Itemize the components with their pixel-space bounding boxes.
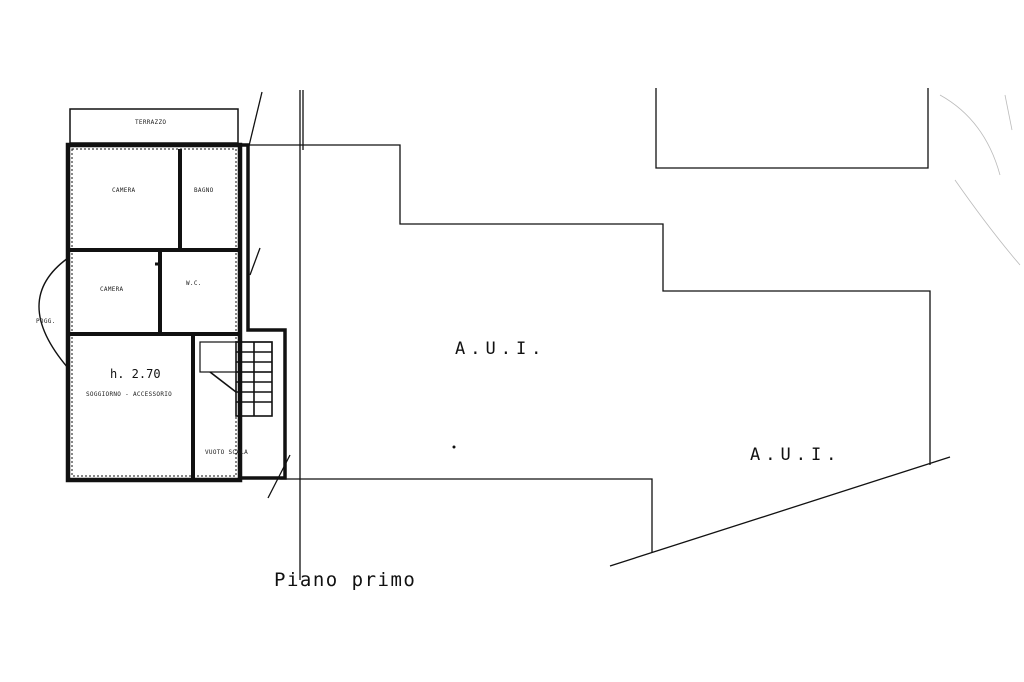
floor-title: Piano primo (274, 569, 416, 591)
parcel-outlines (242, 88, 951, 580)
room-label-living: SOGGIORNO - ACCESSORIO (86, 391, 172, 398)
survey-point (452, 445, 456, 449)
diagonal-boundary (609, 456, 951, 567)
aui-outline-bottom (280, 478, 653, 552)
aui-outline-main (242, 144, 931, 465)
terrace-outline (69, 108, 239, 144)
stair-treads (209, 341, 273, 417)
room-label-balcony: POGG. (36, 318, 56, 325)
apartment-walls (65, 108, 287, 483)
area-label-aui-1: A.U.I. (455, 339, 546, 359)
height-marker: h. 2.70 (110, 367, 161, 381)
upper-right-parcel (655, 88, 929, 169)
room-label-small-room: CAMERA (100, 286, 124, 293)
room-label-bedroom: CAMERA (112, 187, 136, 194)
room-label-bathroom: BAGNO (194, 187, 214, 194)
balcony-arc (38, 257, 69, 369)
small-diagonal-top (247, 91, 263, 151)
room-label-wc: W.C. (186, 280, 202, 287)
faint-marks (939, 94, 1021, 266)
room-label-terrace: TERRAZZO (135, 119, 166, 126)
area-label-aui-2: A.U.I. (750, 445, 841, 465)
small-diagonal-mid (249, 247, 261, 276)
outer-wall (65, 142, 243, 483)
room-label-stair-void: VUOTO SCALA (205, 449, 248, 456)
